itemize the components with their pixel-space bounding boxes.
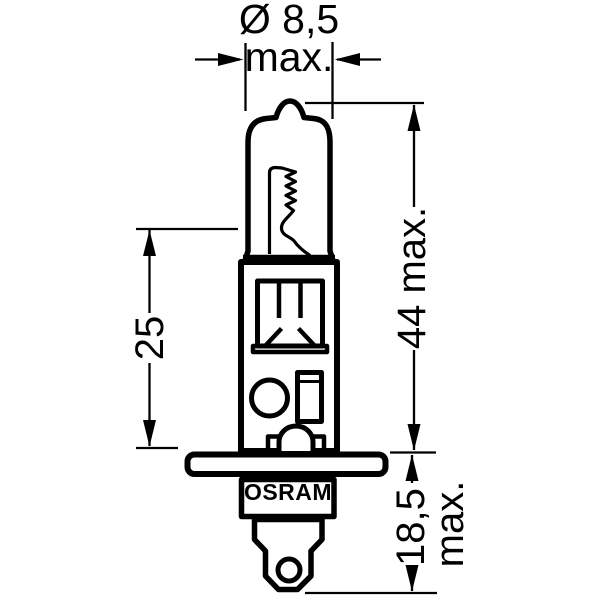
arch-tab-right — [313, 434, 327, 451]
brand-plate — [238, 476, 337, 520]
dim-diameter: Ø 8,5 max. — [195, 0, 381, 119]
pinch-seal-box — [255, 278, 325, 349]
arch-dome — [276, 423, 316, 451]
glass-envelope-outline — [242, 98, 336, 262]
contact-plate-outline — [295, 370, 324, 424]
diameter-arrowhead-right — [334, 53, 360, 66]
brand-label: OSRAM — [244, 479, 332, 505]
pinch-seal-detail — [250, 278, 330, 355]
lcl-label: 25 — [128, 316, 172, 361]
pinch-pedestal-bar — [250, 343, 330, 355]
dim-light-center: 25 — [128, 227, 238, 450]
lead-leg-left — [264, 326, 284, 347]
dim-overall-length: 44 max. — [305, 101, 436, 454]
connector-tab — [251, 516, 325, 593]
arch-tab-left — [265, 434, 279, 451]
diameter-arrowhead-left — [218, 53, 244, 66]
diameter-value-label: Ø 8,5 — [239, 0, 339, 42]
filament-coil — [267, 165, 311, 257]
diameter-qualifier-label: max. — [245, 34, 334, 80]
base-contact-plate — [295, 370, 324, 424]
dim-base-length: 18,5 max. — [305, 454, 472, 595]
lead-leg-right — [296, 326, 316, 347]
connector-hole — [275, 556, 303, 584]
base-contact-circle — [249, 377, 290, 419]
bulb-figure: OSRAM — [184, 98, 389, 593]
base-length-value-label: 18,5 — [389, 488, 433, 566]
mounting-flange — [184, 451, 389, 477]
base-length-arrowhead-bottom — [405, 565, 419, 592]
contact-spring-arch — [265, 423, 327, 451]
length44-label: 44 max. — [390, 207, 434, 349]
length44-arrowhead-bottom — [407, 424, 421, 451]
base-length-qualifier-label: max. — [428, 481, 472, 568]
lcl-arrowhead-bottom — [143, 420, 156, 447]
